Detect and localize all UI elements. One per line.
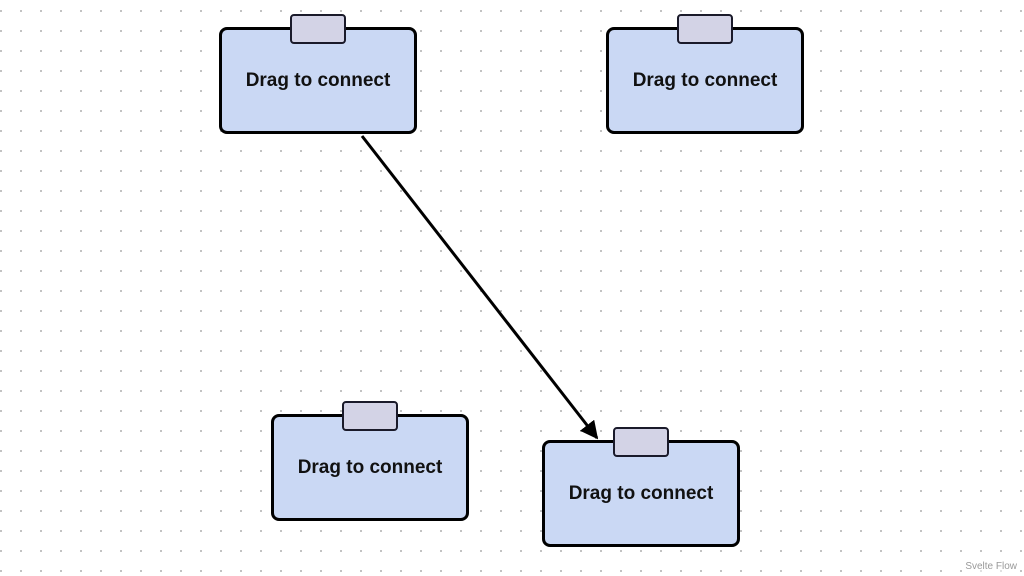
node-label: Drag to connect: [245, 69, 391, 91]
flow-node-3[interactable]: Drag to connect: [271, 401, 469, 521]
flow-node-4[interactable]: Drag to connect: [542, 427, 740, 547]
edge-n1-n4[interactable]: [360, 135, 599, 440]
flow-node-1[interactable]: Drag to connect: [219, 14, 417, 134]
attribution-link[interactable]: Svelte Flow: [962, 560, 1020, 573]
node-handle[interactable]: [613, 427, 669, 457]
node-label: Drag to connect: [297, 456, 443, 478]
node-handle[interactable]: [677, 14, 733, 44]
node-label: Drag to connect: [632, 69, 778, 91]
node-handle[interactable]: [342, 401, 398, 431]
flow-node-2[interactable]: Drag to connect: [606, 14, 804, 134]
node-label: Drag to connect: [568, 482, 714, 504]
node-handle[interactable]: [290, 14, 346, 44]
